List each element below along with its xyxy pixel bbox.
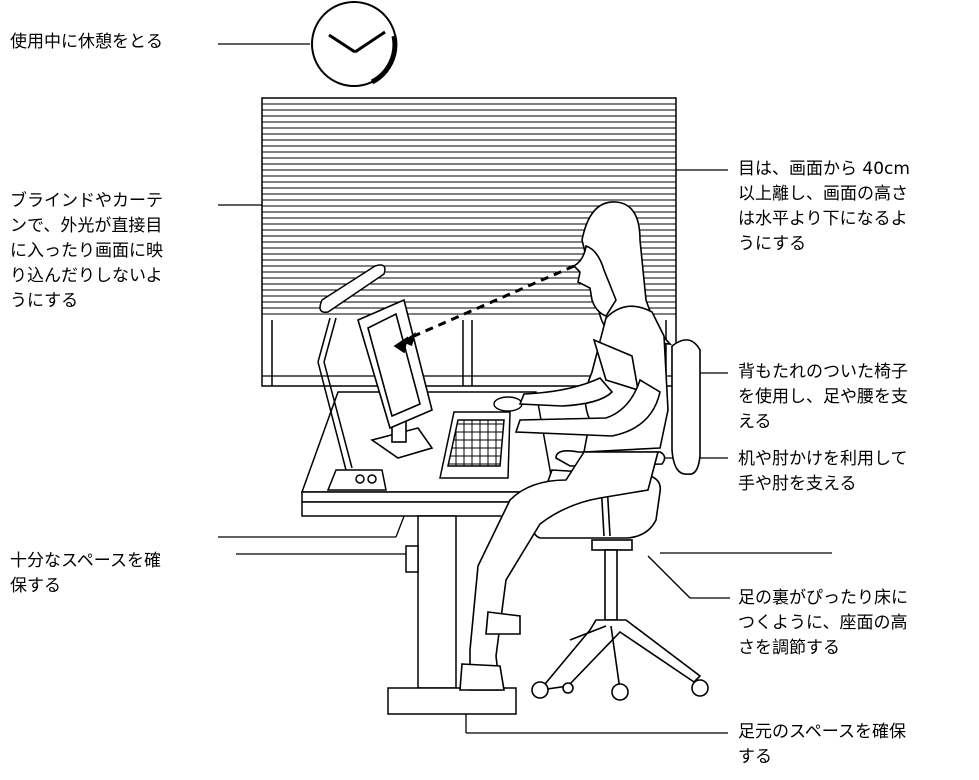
monitor [357,298,434,459]
office-chair [531,339,709,701]
label-blinds: ブラインドやカーテ ンで、外光が直接目 に入ったり画面に映 り込んだりしないよ … [10,191,163,311]
label-space-desk: 十分なスペースを確 保する [10,551,161,596]
mouse [493,396,523,412]
label-eyes: 目は、画面から 40cm 以上離し、画面の高さ は水平より下になるよ うにする [738,159,910,254]
sight-line [402,264,575,346]
label-foot-space: 足元のスペースを確保 する [738,722,906,767]
label-break: 使用中に休憩をとる [10,32,163,52]
label-chair-back: 背もたれのついた椅子 を使用し、足や腰を支 える [738,362,908,432]
keyboard [439,411,511,479]
seated-person [459,201,673,691]
clock-icon [311,1,398,87]
desk-lamp [317,264,387,491]
label-armrest: 机や肘かけを利用して 手や肘を支える [738,449,908,494]
label-feet: 足の裏がぴったり床に つくように、座面の高 さを調節する [738,588,908,658]
